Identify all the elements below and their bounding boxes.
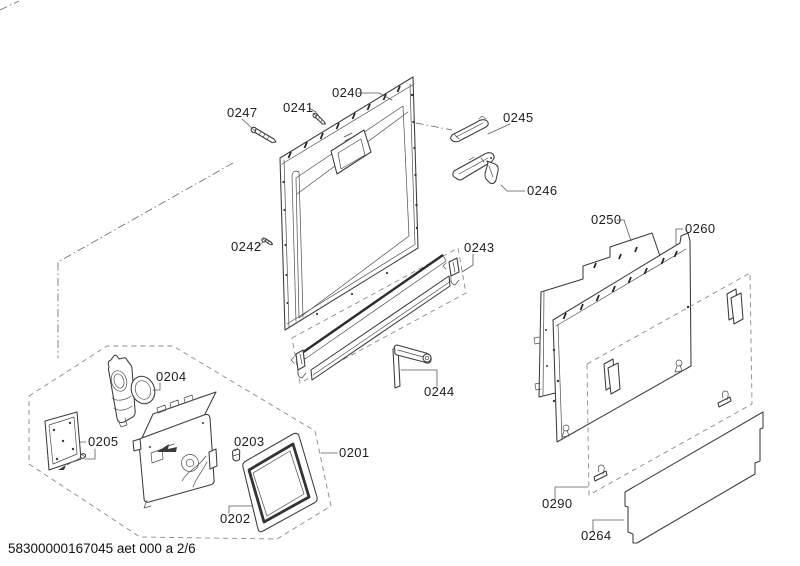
label-0244: 0244 xyxy=(400,369,455,399)
label-0250: 0250 xyxy=(591,212,632,242)
part-0202-window-frame xyxy=(242,432,318,533)
label-0264: 0264 xyxy=(581,519,625,543)
part-label-0264: 0264 xyxy=(581,528,612,543)
part-0246-door-latch xyxy=(452,152,499,185)
part-label-0250: 0250 xyxy=(591,212,622,227)
label-0247: 0247 xyxy=(227,105,258,129)
label-0203: 0203 xyxy=(234,434,265,452)
part-label-0245: 0245 xyxy=(503,110,534,125)
part-label-0203: 0203 xyxy=(234,434,265,449)
label-0260: 0260 xyxy=(675,221,716,247)
labels: 0247 0241 0240 0245 0246 0242 0243 0250 … xyxy=(79,85,716,543)
label-0242: 0242 xyxy=(231,239,264,254)
part-label-0202: 0202 xyxy=(220,511,251,526)
part-label-0240: 0240 xyxy=(332,85,363,100)
part-0244-hinge-lever xyxy=(392,344,432,389)
part-0203-knob xyxy=(231,448,241,462)
label-0201: 0201 xyxy=(320,445,370,460)
label-0204: 0204 xyxy=(152,369,187,391)
part-label-0242: 0242 xyxy=(231,239,262,254)
label-0245: 0245 xyxy=(487,110,534,135)
part-label-0244: 0244 xyxy=(424,384,455,399)
label-0202: 0202 xyxy=(220,505,254,526)
assembly-0201-boundary xyxy=(28,345,332,540)
part-0243-seal-strip-kit xyxy=(290,247,467,384)
label-0205: 0205 xyxy=(79,434,119,460)
part-label-0290: 0290 xyxy=(542,496,573,511)
part-label-0204: 0204 xyxy=(156,369,187,384)
part-0204-vent-assembly xyxy=(107,354,156,428)
mounting-clip xyxy=(717,390,732,408)
control-module xyxy=(132,391,218,509)
label-0240: 0240 xyxy=(332,85,393,101)
part-0242-screw xyxy=(261,237,274,246)
mounting-clip xyxy=(593,464,608,482)
part-0205-cover-plate xyxy=(44,411,87,471)
part-0247-screw xyxy=(250,126,277,144)
part-label-0201: 0201 xyxy=(339,445,370,460)
label-0290: 0290 xyxy=(542,486,589,511)
label-0246: 0246 xyxy=(500,183,558,198)
part-0241-screw xyxy=(312,112,327,125)
part-label-0246: 0246 xyxy=(527,183,558,198)
part-0290-decor-panel-phantom xyxy=(586,272,753,496)
part-0260-outer-door-panel xyxy=(552,232,692,443)
part-label-0260: 0260 xyxy=(685,221,716,236)
direction-arrow xyxy=(157,444,177,452)
document-number-footer: 58300000167045 aet 000 a 2/6 xyxy=(8,541,196,556)
part-label-0243: 0243 xyxy=(464,240,495,255)
part-label-0241: 0241 xyxy=(283,100,314,115)
label-0241: 0241 xyxy=(283,100,317,115)
part-0245-latch-cover xyxy=(450,115,489,143)
part-0264-kick-panel xyxy=(624,411,764,544)
phantom-lines xyxy=(0,0,453,540)
label-0243: 0243 xyxy=(461,240,495,273)
part-label-0205: 0205 xyxy=(88,434,119,449)
plate-screw xyxy=(58,453,87,470)
part-label-0247: 0247 xyxy=(227,105,258,120)
part-0240-inner-door-panel xyxy=(279,76,419,331)
